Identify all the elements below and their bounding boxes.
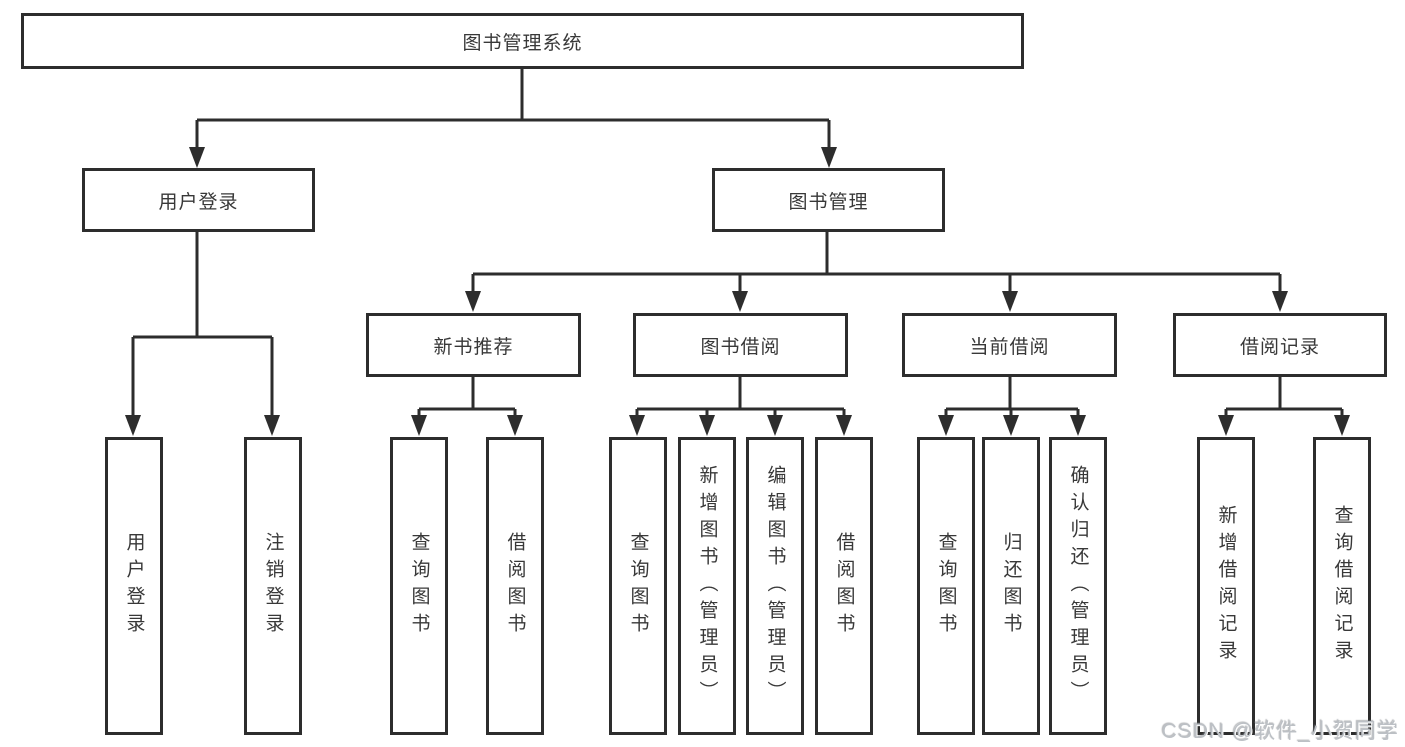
arrow-down-icon xyxy=(1002,291,1018,312)
leaf-query-borrow-record: 查询借阅记录 xyxy=(1313,437,1371,735)
node-label: 查询图书 xyxy=(935,532,957,640)
branch-book-management-to-level3 xyxy=(471,232,1282,294)
leaf-logout-login: 注销登录 xyxy=(244,437,302,735)
node-label: 确认归还（管理员） xyxy=(1067,464,1089,708)
leaf-borrow-books-recommendation: 借阅图书 xyxy=(486,437,544,735)
arrow-down-icon xyxy=(1070,415,1086,436)
arrow-down-icon xyxy=(699,415,715,436)
node-user-login: 用户登录 xyxy=(82,168,315,232)
leaf-borrow-books: 借阅图书 xyxy=(815,437,873,735)
leaf-return-books: 归还图书 xyxy=(982,437,1040,735)
arrow-down-icon xyxy=(836,415,852,436)
node-label: 借阅记录 xyxy=(1239,336,1320,358)
node-label: 借阅图书 xyxy=(833,532,855,640)
node-label: 编辑图书（管理员） xyxy=(764,464,786,708)
node-label: 图书管理系统 xyxy=(462,32,583,54)
arrow-down-icon xyxy=(629,415,645,436)
branch-book-borrowing-to-leaves xyxy=(635,377,846,418)
branch-borrowing-records-to-leaves xyxy=(1224,377,1344,418)
branch-root-to-level2 xyxy=(195,68,831,149)
leaf-add-books-admin: 新增图书（管理员） xyxy=(678,437,736,735)
node-current-borrowing: 当前借阅 xyxy=(902,313,1117,377)
arrow-down-icon xyxy=(125,415,141,436)
leaf-query-books-current: 查询图书 xyxy=(917,437,975,735)
node-book-management: 图书管理 xyxy=(712,168,945,232)
leaf-edit-books-admin: 编辑图书（管理员） xyxy=(746,437,804,735)
node-label: 图书管理 xyxy=(788,191,869,213)
arrow-down-icon xyxy=(1003,415,1019,436)
node-library-management-system: 图书管理系统 xyxy=(21,13,1024,69)
csdn-watermark: CSDN @软件_小贺同学 xyxy=(1161,720,1399,743)
arrow-down-icon xyxy=(264,415,280,436)
node-label: 归还图书 xyxy=(1000,532,1022,640)
node-label: 新增图书（管理员） xyxy=(696,464,718,708)
arrow-down-icon xyxy=(411,415,427,436)
node-label: 查询借阅记录 xyxy=(1331,505,1353,667)
node-label: 注销登录 xyxy=(262,532,284,640)
node-label: 查询图书 xyxy=(408,532,430,640)
branch-current-borrowing-to-leaves xyxy=(944,377,1080,418)
node-label: 用户登录 xyxy=(158,191,239,213)
arrow-down-icon xyxy=(507,415,523,436)
node-borrowing-records: 借阅记录 xyxy=(1173,313,1387,377)
arrow-down-icon xyxy=(465,291,481,312)
node-label: 图书借阅 xyxy=(700,336,781,358)
arrow-down-icon xyxy=(189,147,205,168)
leaf-confirm-return-admin: 确认归还（管理员） xyxy=(1049,437,1107,735)
arrow-down-icon xyxy=(1334,415,1350,436)
leaf-add-borrow-record: 新增借阅记录 xyxy=(1197,437,1255,735)
node-new-book-recommendation: 新书推荐 xyxy=(366,313,581,377)
branch-user-login-to-leaves xyxy=(131,232,274,417)
node-label: 当前借阅 xyxy=(969,336,1050,358)
arrow-down-icon xyxy=(732,291,748,312)
arrow-down-icon xyxy=(767,415,783,436)
arrow-down-icon xyxy=(821,147,837,168)
arrow-down-icon xyxy=(938,415,954,436)
leaf-query-books-recommendation: 查询图书 xyxy=(390,437,448,735)
node-label: 新增借阅记录 xyxy=(1215,505,1237,667)
leaf-user-login: 用户登录 xyxy=(105,437,163,735)
arrow-down-icon xyxy=(1218,415,1234,436)
node-label: 借阅图书 xyxy=(504,532,526,640)
arrow-down-icon xyxy=(1272,291,1288,312)
node-book-borrowing: 图书借阅 xyxy=(633,313,848,377)
leaf-query-books-borrowing: 查询图书 xyxy=(609,437,667,735)
node-label: 查询图书 xyxy=(627,532,649,640)
branch-new-book-rec-to-leaves xyxy=(417,377,517,418)
node-label: 用户登录 xyxy=(123,532,145,640)
node-label: 新书推荐 xyxy=(433,336,514,358)
